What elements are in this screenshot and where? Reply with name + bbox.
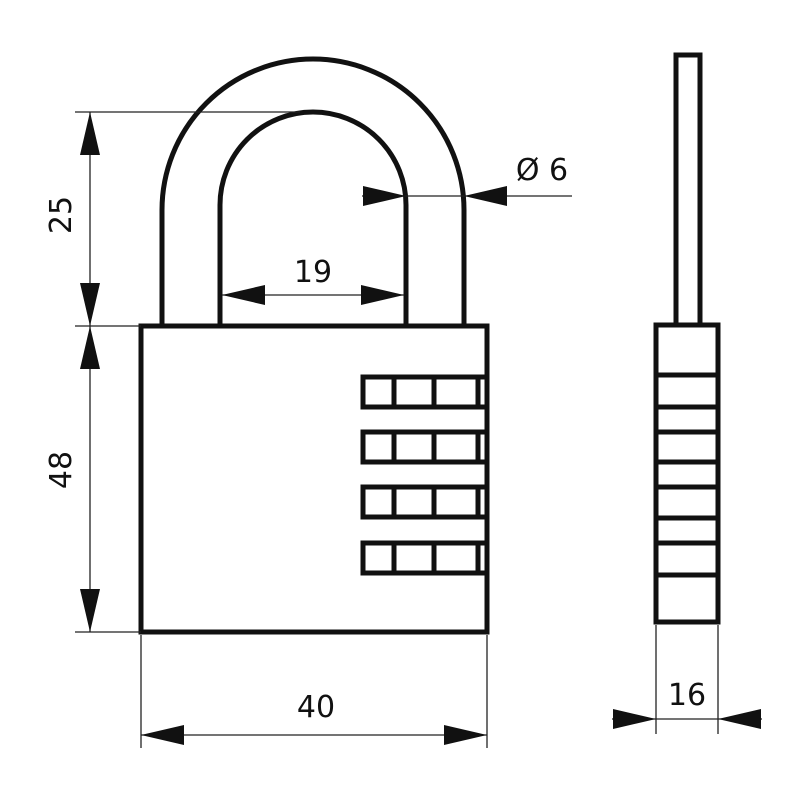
side-shackle bbox=[673, 52, 703, 328]
dim-label-diameter: Ø 6 bbox=[516, 153, 568, 188]
padlock-body bbox=[138, 323, 490, 635]
arrow-icon bbox=[613, 709, 656, 729]
dim-label-16: 16 bbox=[668, 678, 706, 713]
side-body bbox=[653, 322, 721, 625]
shackle-inner bbox=[217, 109, 409, 325]
arrow-icon bbox=[141, 725, 184, 745]
arrow-icon bbox=[80, 112, 100, 155]
arrow-icon bbox=[222, 285, 265, 305]
arrow-icon bbox=[444, 725, 487, 745]
arrow-icon bbox=[80, 326, 100, 369]
dim-label-25: 25 bbox=[44, 196, 79, 234]
arrow-icon bbox=[361, 285, 404, 305]
dim-label-40: 40 bbox=[297, 690, 335, 725]
combination-wheel[interactable] bbox=[360, 374, 490, 410]
combination-wheel[interactable] bbox=[360, 484, 490, 520]
dim-label-48: 48 bbox=[44, 451, 79, 489]
combination-wheel[interactable] bbox=[360, 429, 490, 465]
dim-label-19: 19 bbox=[294, 255, 332, 290]
arrow-icon bbox=[80, 589, 100, 632]
combination-wheels bbox=[360, 374, 490, 576]
shackle-outer bbox=[159, 56, 467, 325]
arrow-icon bbox=[363, 186, 406, 206]
arrow-icon bbox=[80, 283, 100, 326]
side-wheel-lines bbox=[656, 372, 718, 578]
arrow-icon bbox=[718, 709, 761, 729]
combination-wheel[interactable] bbox=[360, 540, 490, 576]
arrow-icon bbox=[464, 186, 507, 206]
